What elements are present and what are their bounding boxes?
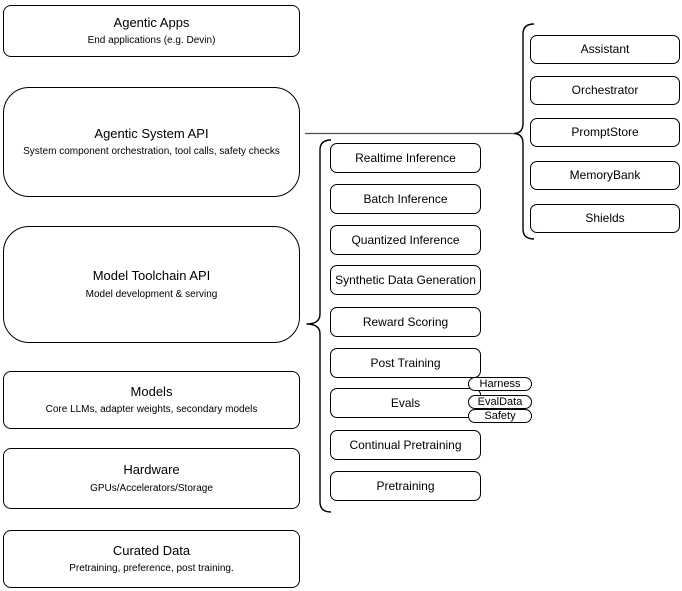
- eval-tag-safety: Safety: [468, 409, 532, 423]
- box-label: Continual Pretraining: [349, 437, 462, 452]
- box-label: Realtime Inference: [355, 150, 456, 165]
- box-label: Shields: [585, 211, 625, 226]
- toolchain-box-evals: Evals: [330, 388, 481, 418]
- box-label: PromptStore: [571, 125, 639, 140]
- box-label: Pretraining: [376, 478, 435, 493]
- toolchain-box-realtime-inference: Realtime Inference: [330, 143, 481, 173]
- component-box-promptstore: PromptStore: [530, 118, 680, 147]
- components-brace: [513, 23, 535, 240]
- box-subtitle: Model development & serving: [85, 288, 218, 300]
- eval-tag-evaldata: EvalData: [468, 395, 532, 409]
- box-title: Models: [130, 383, 173, 399]
- component-box-shields: Shields: [530, 204, 680, 233]
- box-subtitle: Core LLMs, adapter weights, secondary mo…: [45, 404, 258, 416]
- component-box-orchestrator: Orchestrator: [530, 76, 680, 105]
- box-subtitle: End applications (e.g. Devin): [87, 35, 216, 47]
- box-title: Agentic System API: [94, 125, 209, 141]
- toolchain-box-quantized-inference: Quantized Inference: [330, 225, 481, 255]
- box-label: Reward Scoring: [362, 314, 449, 329]
- toolchain-brace: [306, 139, 332, 513]
- component-box-assistant: Assistant: [530, 35, 680, 64]
- toolchain-box-synthetic-data-generation: Synthetic Data Generation: [330, 265, 481, 295]
- box-model-toolchain-api: Model Toolchain API Model development & s…: [3, 226, 300, 343]
- toolchain-box-pretraining: Pretraining: [330, 471, 481, 501]
- toolchain-box-reward-scoring: Reward Scoring: [330, 307, 481, 337]
- box-agentic-system-api: Agentic System API System component orche…: [3, 87, 300, 197]
- box-title: Agentic Apps: [113, 14, 190, 30]
- pill-label: EvalData: [477, 395, 523, 408]
- box-title: Hardware: [123, 462, 180, 478]
- eval-tag-harness: Harness: [468, 377, 532, 391]
- toolchain-box-continual-pretraining: Continual Pretraining: [330, 430, 481, 460]
- box-label: Post Training: [370, 355, 441, 370]
- toolchain-box-batch-inference: Batch Inference: [330, 184, 481, 214]
- box-label: Quantized Inference: [351, 232, 460, 247]
- box-title: Curated Data: [112, 542, 191, 558]
- box-label: Orchestrator: [571, 83, 639, 98]
- box-label: Evals: [390, 395, 421, 410]
- box-label: Batch Inference: [363, 191, 448, 206]
- component-box-memorybank: MemoryBank: [530, 161, 680, 190]
- box-label: MemoryBank: [569, 168, 641, 183]
- box-subtitle: GPUs/Accelerators/Storage: [90, 482, 213, 494]
- box-title: Model Toolchain API: [92, 268, 211, 284]
- box-label: Synthetic Data Generation: [335, 272, 476, 287]
- box-subtitle: Pretraining, preference, post training.: [69, 563, 234, 575]
- pill-label: Safety: [484, 409, 516, 422]
- box-subtitle: System component orchestration, tool cal…: [23, 146, 280, 158]
- toolchain-box-post-training: Post Training: [330, 348, 481, 378]
- box-label: Assistant: [580, 42, 630, 57]
- pill-label: Harness: [479, 377, 521, 390]
